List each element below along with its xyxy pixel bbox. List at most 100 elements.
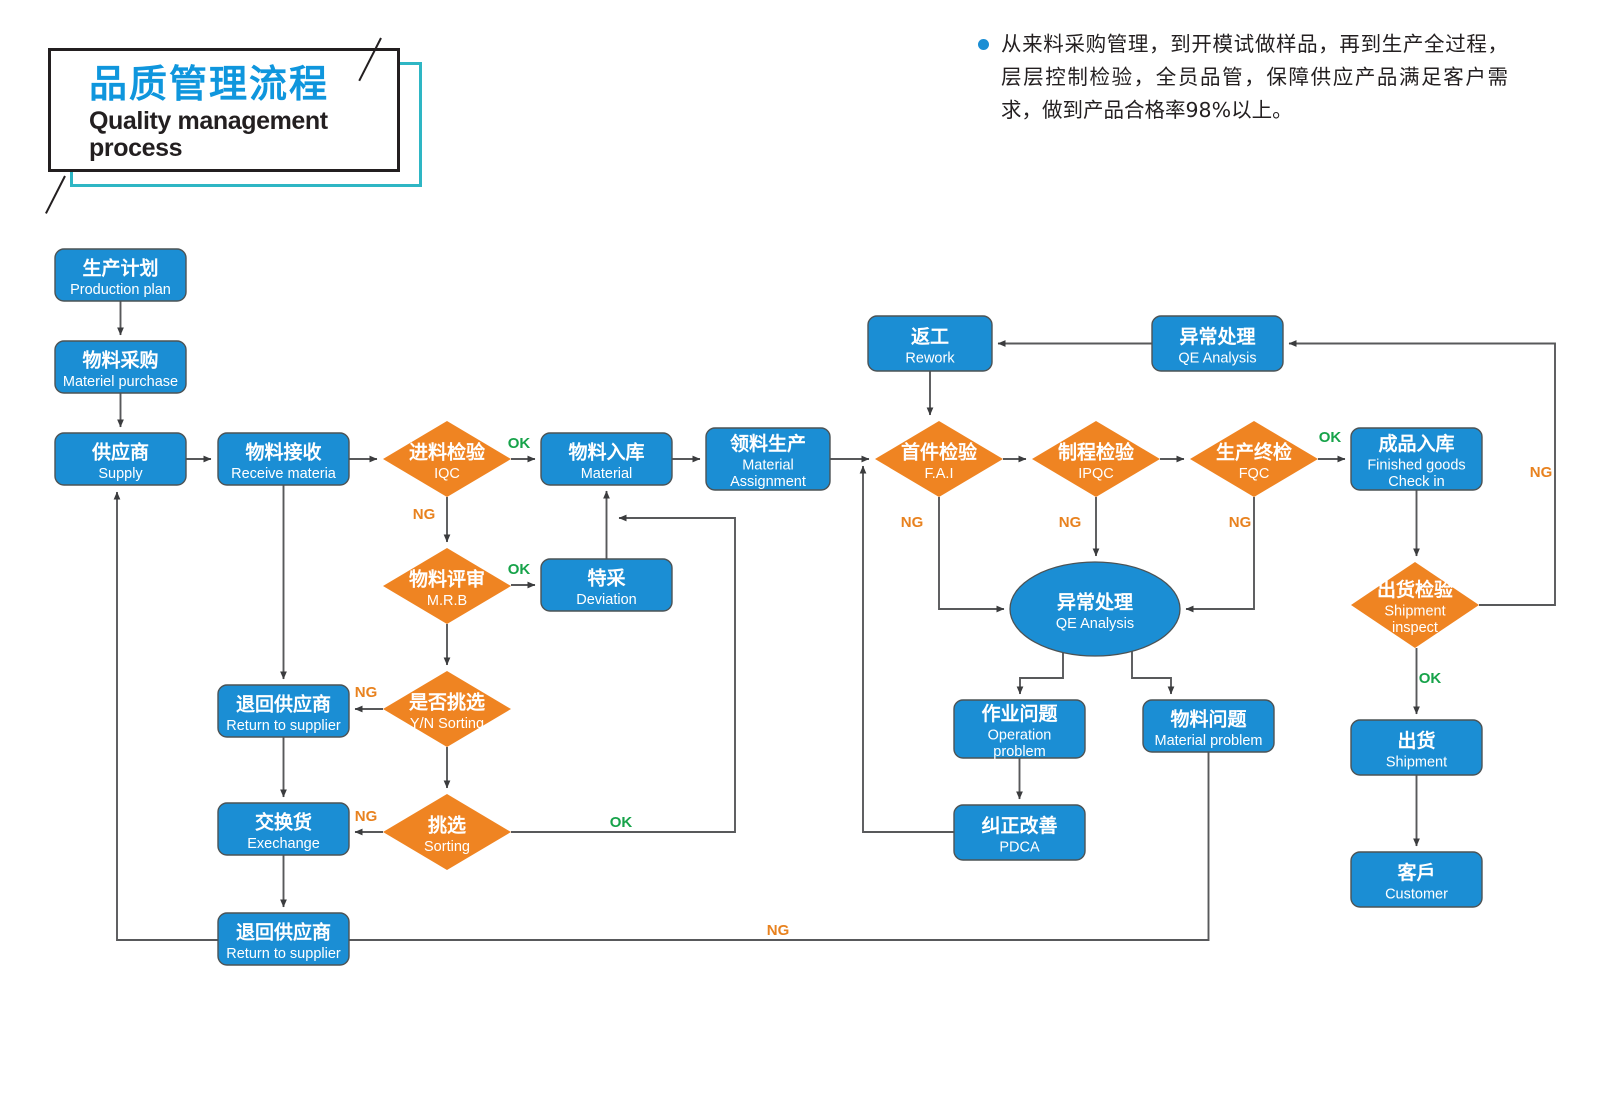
flow-node-n12[interactable]: 挑选 Sorting: [383, 794, 511, 870]
flow-node-n2[interactable]: 物料采购 Materiel purchase: [54, 340, 187, 394]
node-label-en: F.A.I: [924, 466, 953, 482]
decision-diamond[interactable]: [1190, 421, 1318, 497]
node-label-cn: 出货: [1397, 729, 1435, 752]
node-label-en: Shipment: [1384, 604, 1445, 620]
node-label-cn: 出货检验: [1377, 578, 1454, 601]
node-label-cn: 物料采购: [82, 348, 158, 371]
qe-analysis-ellipse[interactable]: [1009, 561, 1181, 657]
edge-label-ok: OK: [508, 561, 531, 578]
decision-diamond[interactable]: [383, 421, 511, 497]
node-label-en: Deviation: [576, 592, 636, 608]
node-label-en: IPQC: [1078, 466, 1113, 482]
edge-label-ng: NG: [355, 684, 378, 701]
process-box[interactable]: [54, 340, 187, 394]
node-label-en: Return to supplier: [226, 718, 341, 734]
flow-node-n18[interactable]: 制程检验 IPQC: [1032, 421, 1160, 497]
process-box[interactable]: [867, 315, 993, 372]
node-label-cn: 领料生产: [730, 432, 806, 455]
node-label-en: Production plan: [70, 282, 171, 298]
node-label-en: Check in: [1388, 474, 1444, 490]
node-label-en: Materiel purchase: [63, 374, 178, 390]
decision-diamond[interactable]: [1351, 562, 1479, 648]
connector-layer: [113, 301, 1556, 941]
node-label-en: Rework: [905, 350, 955, 366]
process-box[interactable]: [953, 804, 1086, 861]
process-box[interactable]: [1350, 719, 1483, 776]
node-label-en: QE Analysis: [1178, 350, 1256, 366]
flow-node-n5[interactable]: 进料检验 IQC: [383, 421, 511, 497]
node-label-en: IQC: [434, 466, 460, 482]
intro-paragraph: 从来料采购管理，到开模试做样品，再到生产全过程，层层控制检验，全员品管，保障供应…: [978, 28, 1508, 128]
edge-label-ok: OK: [1319, 429, 1342, 446]
edge-label-ng: NG: [767, 922, 790, 939]
edge-label-ok: OK: [1419, 670, 1442, 687]
decision-diamond[interactable]: [383, 794, 511, 870]
node-label-en: Sorting: [424, 839, 470, 855]
process-box[interactable]: [540, 432, 673, 486]
process-box[interactable]: [217, 684, 350, 738]
process-box[interactable]: [217, 912, 350, 966]
node-label-en: QE Analysis: [1056, 616, 1134, 632]
node-label-cn: 挑选: [428, 814, 466, 836]
decision-diamond[interactable]: [875, 421, 1003, 497]
flow-node-n16[interactable]: 异常处理 QE Analysis: [1151, 315, 1284, 372]
node-label-cn: 物料问题: [1170, 707, 1246, 730]
node-label-cn: 纠正改善: [981, 814, 1057, 837]
process-box[interactable]: [540, 558, 673, 612]
node-label-cn: 异常处理: [1179, 325, 1255, 348]
node-label-en: Customer: [1385, 886, 1448, 902]
page-title-en: Quality management process: [89, 107, 328, 162]
process-box[interactable]: [217, 432, 350, 486]
node-label-cn: 物料入库: [568, 440, 644, 463]
process-box[interactable]: [54, 248, 187, 302]
node-label-en: PDCA: [999, 839, 1040, 855]
process-box[interactable]: [217, 802, 350, 856]
node-label-en: Receive materia: [231, 466, 337, 482]
title-frame-dark: 品质管理流程 Quality management process: [48, 48, 400, 172]
node-label-cn: 制程检验: [1058, 440, 1135, 463]
process-box[interactable]: [705, 427, 831, 491]
title-block: 品质管理流程 Quality management process: [48, 48, 422, 187]
flow-node-n24[interactable]: 纠正改善 PDCA: [953, 804, 1086, 861]
flow-node-n17[interactable]: 首件检验 F.A.I: [875, 421, 1003, 497]
node-label-en: M.R.B: [427, 593, 467, 609]
process-box[interactable]: [1151, 315, 1284, 372]
node-label-cn: 首件检验: [901, 440, 978, 463]
node-label-cn: 进料检验: [409, 440, 486, 463]
decision-diamond[interactable]: [1032, 421, 1160, 497]
decision-diamond[interactable]: [383, 548, 511, 624]
process-box[interactable]: [953, 699, 1086, 759]
node-label-cn: 物料评审: [409, 567, 485, 590]
edge-label-ok: OK: [508, 435, 531, 452]
node-label-en: Finished goods: [1367, 458, 1465, 474]
node-label-cn: 交换货: [255, 810, 312, 833]
process-box[interactable]: [1350, 851, 1483, 908]
process-box[interactable]: [1350, 427, 1483, 491]
decision-diamond[interactable]: [383, 671, 511, 747]
node-label-en: Return to supplier: [226, 946, 341, 962]
node-label-en: inspect: [1392, 620, 1438, 636]
flow-node-n8[interactable]: 物料评审 M.R.B: [383, 548, 511, 624]
node-label-cn: 生产终检: [1216, 440, 1292, 463]
process-box[interactable]: [54, 432, 187, 486]
process-box[interactable]: [1142, 699, 1275, 753]
